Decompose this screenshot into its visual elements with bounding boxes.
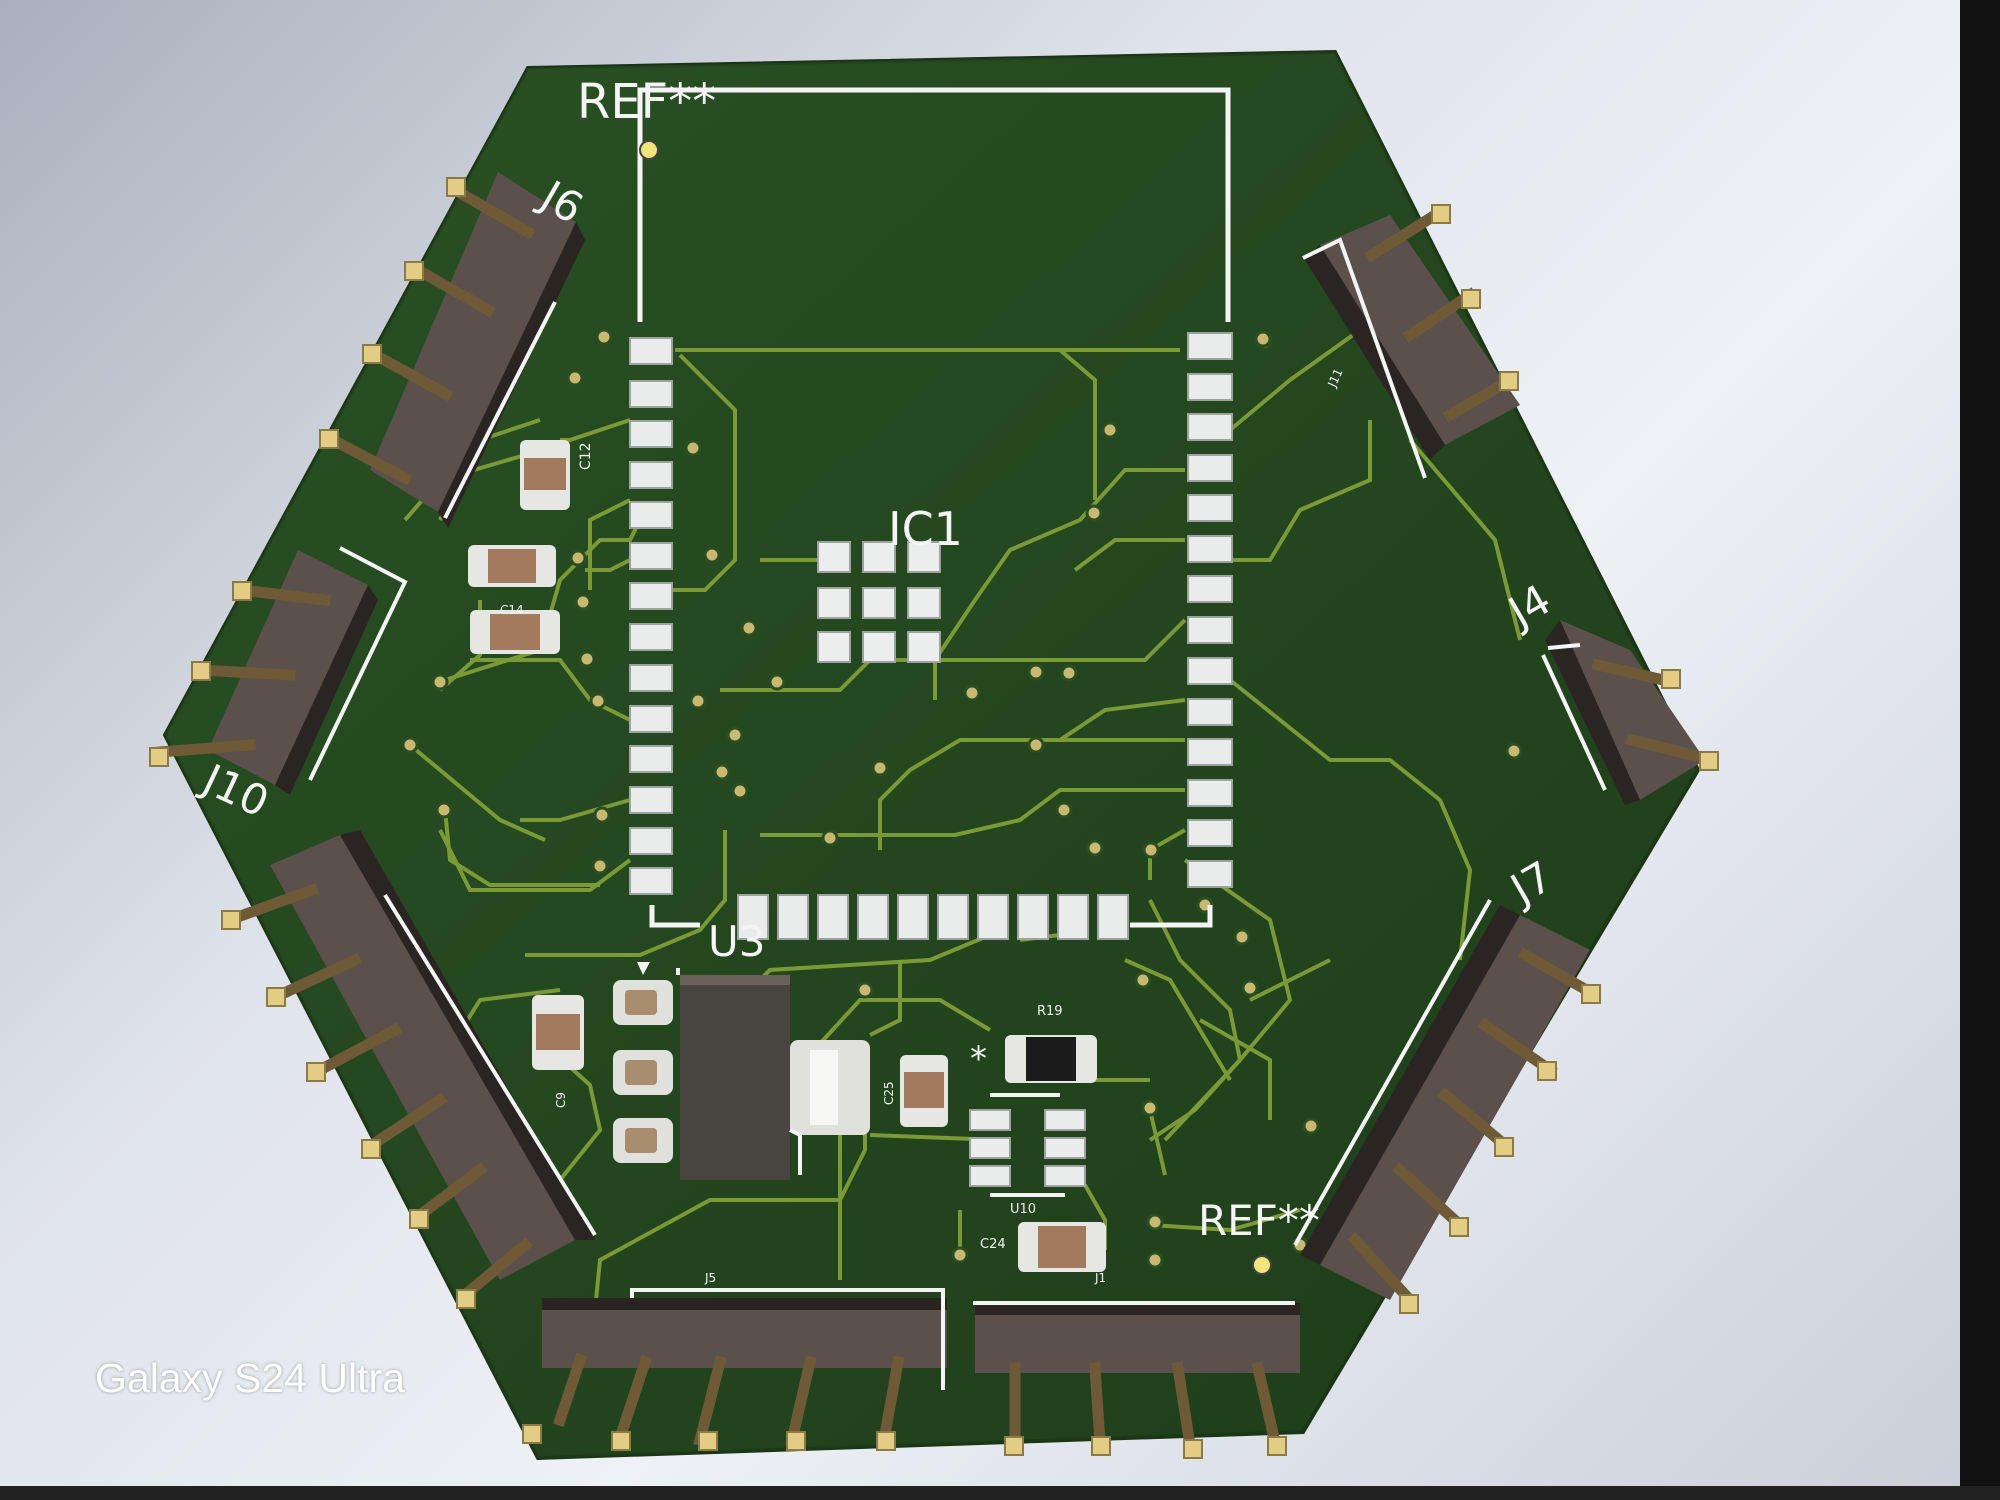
connector-j10	[149, 546, 408, 795]
label-c12: C12	[578, 442, 594, 470]
label-r19: R19	[1037, 1004, 1063, 1019]
connector-j11	[1302, 204, 1520, 479]
capacitor-c24	[1018, 1222, 1106, 1272]
label-j1: J1	[1094, 1271, 1106, 1285]
fiducial-bottom	[1252, 1255, 1272, 1275]
label-ref-top: REF**	[577, 74, 716, 130]
u10-pads	[969, 1109, 1086, 1187]
capacitor-c13	[468, 545, 556, 587]
label-star: *	[970, 1039, 987, 1079]
voltage-regulator	[613, 962, 870, 1180]
label-ref-bottom: REF**	[1198, 1196, 1320, 1245]
u3-left-pads	[629, 337, 673, 895]
connector-j7	[1293, 899, 1601, 1314]
fiducial-top	[639, 140, 659, 160]
smd-capacitors	[468, 440, 1106, 1272]
capacitor-c14	[470, 610, 560, 654]
connector-j4	[1541, 620, 1719, 805]
monitor-bezel	[1960, 0, 2000, 1500]
ic1-pads	[817, 541, 941, 663]
label-j5: J5	[704, 1271, 716, 1285]
label-c24: C24	[980, 1237, 1006, 1252]
u3-module-outline	[637, 87, 1231, 322]
connector-j5	[522, 1288, 947, 1451]
label-ic1: IC1	[888, 502, 963, 556]
capacitor-c12	[520, 440, 570, 510]
label-u3: U3	[708, 917, 765, 966]
label-c9: C9	[554, 1092, 568, 1108]
camera-watermark: Galaxy S24 Ultra	[95, 1355, 405, 1401]
label-c25: C25	[882, 1081, 896, 1105]
connector-j5-side	[221, 830, 597, 1309]
resistor-r19	[1005, 1035, 1097, 1083]
capacitor-c25	[900, 1055, 948, 1127]
connector-j6	[319, 172, 585, 528]
connector-j1	[973, 1301, 1300, 1459]
u3-right-pads	[1187, 332, 1233, 888]
u3-bottom-pads	[737, 894, 1129, 940]
label-c14: C14	[500, 603, 524, 617]
capacitor-c9	[532, 995, 584, 1070]
label-u10: U10	[1010, 1202, 1036, 1217]
vias	[401, 328, 1523, 1269]
monitor-bottom-edge	[0, 1486, 2000, 1500]
